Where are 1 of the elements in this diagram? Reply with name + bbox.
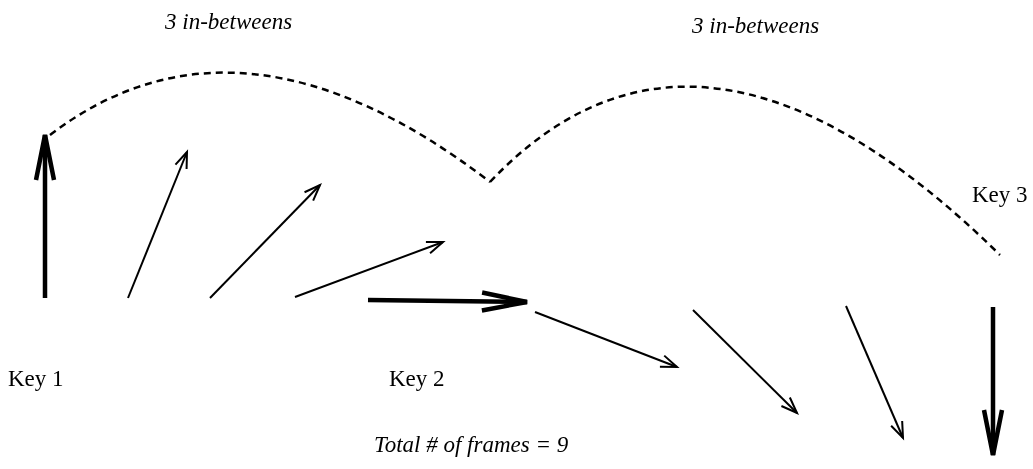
caption-text: Total # of frames = 9	[374, 433, 569, 456]
